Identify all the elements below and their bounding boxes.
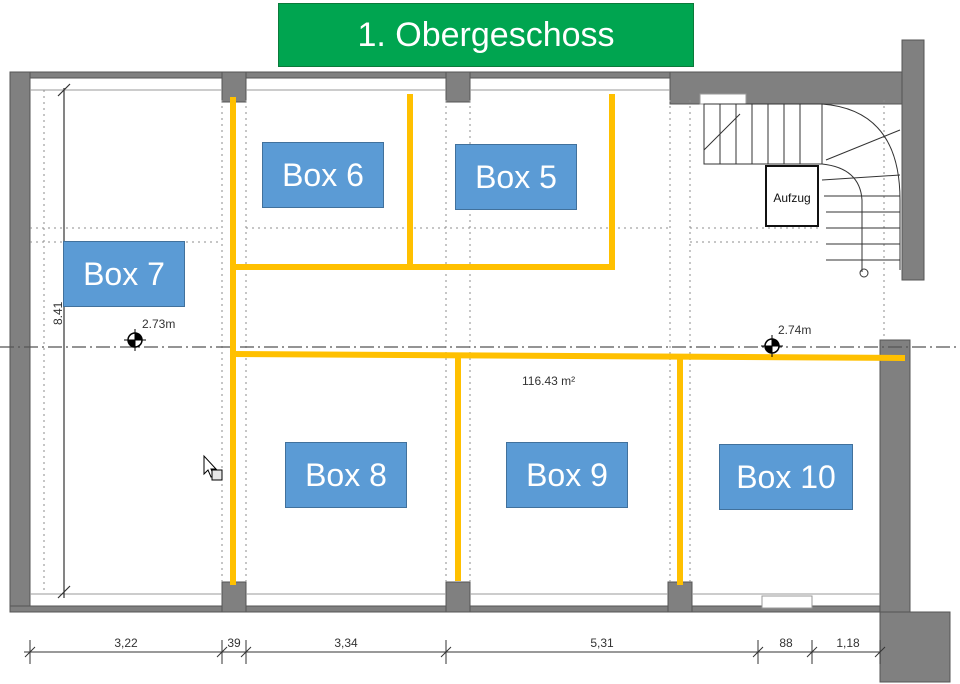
dimension-label: 88 — [779, 636, 793, 650]
staircase — [703, 103, 901, 278]
floor-title: 1. Obergeschoss — [278, 3, 694, 67]
box-8-label: Box 8 — [285, 442, 407, 508]
move-cursor-icon — [203, 454, 223, 481]
wall-top-left — [9, 71, 671, 79]
area-label: 116.43 m² — [522, 374, 575, 388]
wall-bottom — [9, 605, 881, 613]
pillar-top-2 — [445, 71, 471, 103]
box-9-label: Box 9 — [506, 442, 628, 508]
box-partitions — [229, 94, 906, 585]
box-10-label: Box 10 — [719, 444, 853, 510]
pillar-bottom-3 — [667, 581, 693, 613]
wall-right-upper — [901, 39, 925, 281]
crosshair-marker-icon — [761, 335, 783, 357]
box-5-label: Box 5 — [455, 144, 577, 210]
wall-right-bottom — [879, 611, 951, 683]
dimension-label: 39 — [227, 636, 241, 650]
depth-dimension — [57, 83, 71, 599]
partition-h-middle — [229, 350, 906, 362]
pillar-bottom-1 — [221, 581, 247, 613]
dimension-label: 5,31 — [590, 636, 614, 650]
wall-left — [9, 71, 31, 613]
pillar-bottom-2 — [445, 581, 471, 613]
box-6-label: Box 6 — [262, 142, 384, 208]
elevator-label: Aufzug — [773, 191, 810, 205]
dimension-label: 3,22 — [114, 636, 138, 650]
wall-right-lower — [879, 339, 911, 613]
inner-lines — [30, 89, 880, 609]
box-7-label: Box 7 — [63, 241, 185, 307]
dimension-chain — [24, 640, 886, 664]
height-label-left: 2.73m — [142, 317, 175, 331]
dimension-label: 3,34 — [334, 636, 358, 650]
dimension-label: 1,18 — [836, 636, 860, 650]
walls — [9, 39, 951, 683]
depth-dimension-label: 8.41 — [51, 301, 65, 325]
crosshair-marker-icon — [124, 329, 146, 351]
elevator-shaft — [765, 165, 819, 227]
dimension-labels: 3,22 39 3,34 5,31 88 1,18 — [114, 636, 860, 650]
height-label-right: 2.74m — [778, 323, 811, 337]
